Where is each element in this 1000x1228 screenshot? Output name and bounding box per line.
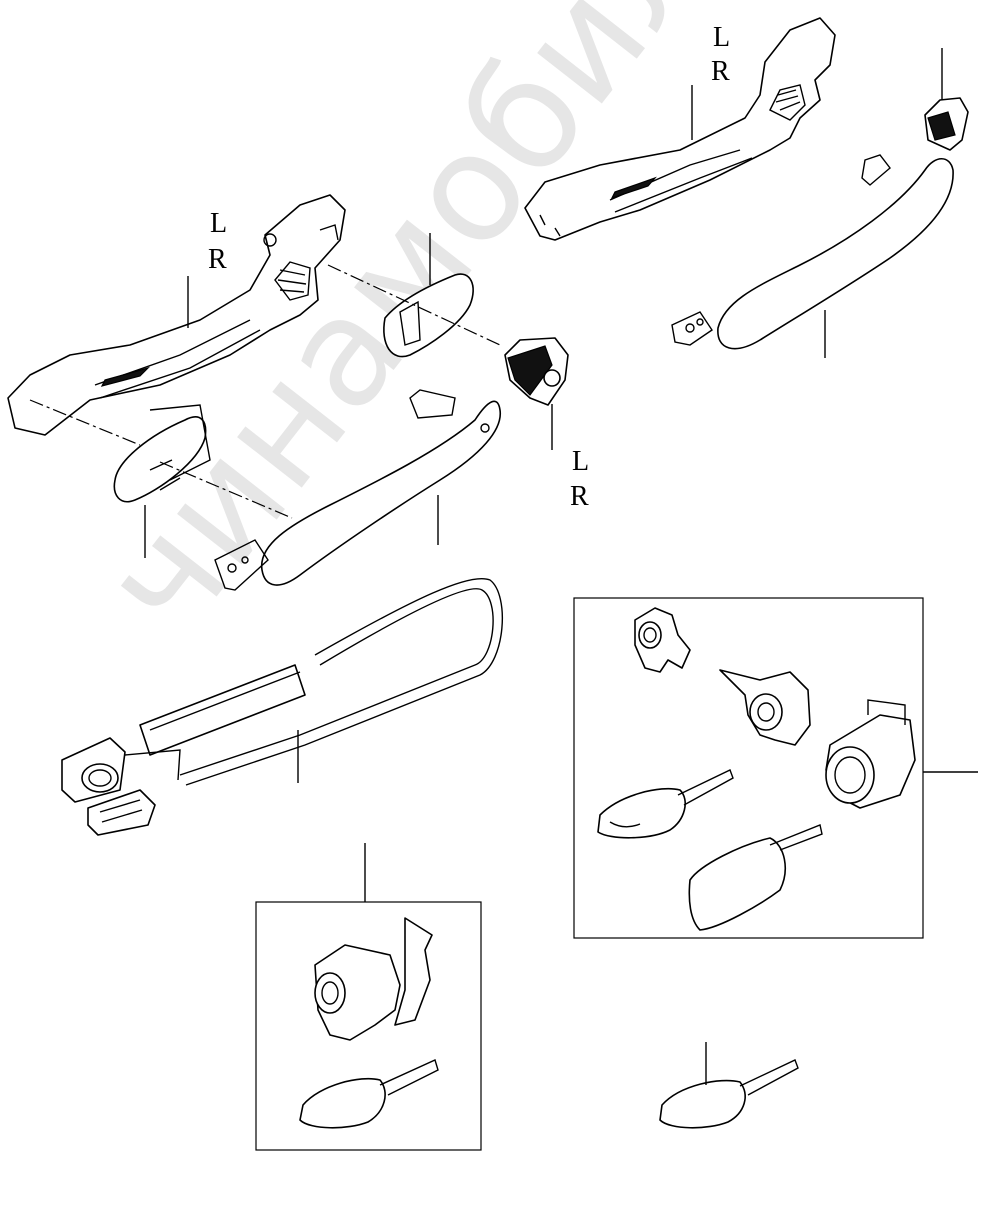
label-r-end-cap: R [570,481,589,512]
label-l-left: L [210,208,228,239]
end-cap-left [504,337,569,406]
key-folding-remote [688,824,823,931]
label-r-top-right: R [711,56,730,87]
key-plain-in-set [597,769,734,839]
outer-handle-left [214,389,501,591]
key-in-left-set [299,1059,439,1129]
lock-set-box-left [255,901,482,1151]
end-cap-top-right [924,97,969,151]
handle-bracket-left [7,194,346,436]
key-loose [659,1059,799,1129]
lock-set-box-right [573,597,924,939]
lock-cylinder-medium [719,669,811,746]
lock-cylinder-small [634,607,691,673]
gasket-front [113,404,211,503]
release-cable-assembly [61,577,503,836]
assembly-line-3 [159,461,293,519]
label-l-end-cap: L [572,446,590,477]
label-l-top-right: L [713,22,731,53]
outer-handle-top-right [671,154,954,350]
handle-bracket-top-right [524,17,836,241]
gasket-rear [383,273,474,358]
assembly-line-1 [327,264,501,346]
label-r-left: R [208,244,227,275]
ignition-cylinder [825,699,916,809]
assembly-line-2 [29,399,141,446]
door-lock-cylinder [314,917,433,1041]
